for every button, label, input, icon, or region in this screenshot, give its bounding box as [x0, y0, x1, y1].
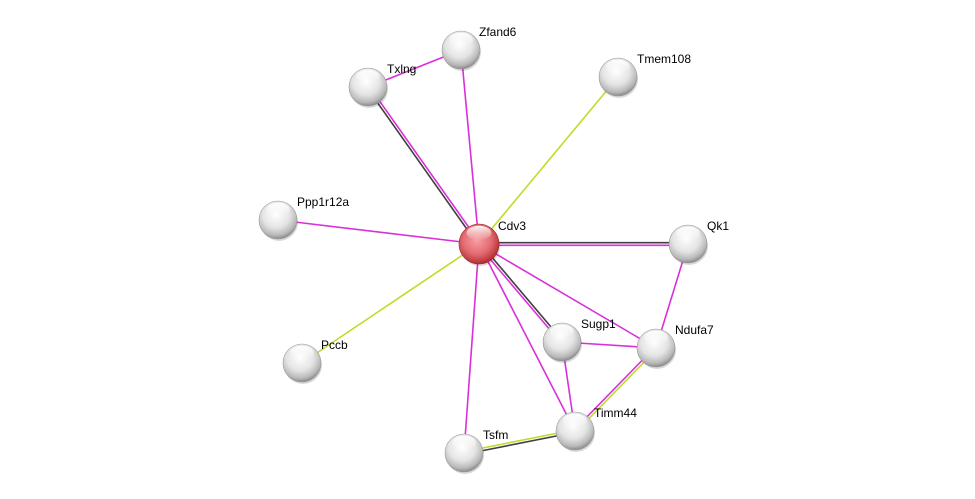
node-timm44[interactable]: Timm44	[555, 406, 637, 452]
node-tmem108[interactable]: Tmem108	[598, 52, 691, 98]
edge-cdv3-tmem108[interactable]	[478, 76, 619, 245]
edge-cdv3-ppp1r12a[interactable]	[277, 219, 480, 245]
sphere-highlight	[452, 435, 476, 450]
node-label: Tmem108	[637, 52, 691, 66]
node-ndufa7[interactable]: Ndufa7	[636, 323, 714, 369]
edge-line-coexpression	[366, 87, 479, 246]
node-cdv3[interactable]: Cdv3	[458, 219, 526, 266]
edge-line-experiments	[277, 219, 480, 245]
node-label: Cdv3	[498, 219, 526, 233]
sphere-highlight	[466, 225, 492, 241]
edge-line-experiments	[477, 244, 562, 344]
edge-line-experiments	[478, 243, 576, 432]
edge-line-coexpression	[479, 242, 564, 342]
node-label: Timm44	[594, 406, 637, 420]
edge-cdv3-tsfm[interactable]	[463, 243, 480, 454]
node-label: Qk1	[707, 219, 729, 233]
edge-ndufa7-timm44[interactable]	[573, 346, 658, 433]
edge-cdv3-qk1[interactable]	[479, 241, 688, 247]
sphere-highlight	[606, 59, 630, 74]
edge-cdv3-sugp1[interactable]	[477, 242, 564, 344]
sphere-highlight	[550, 324, 574, 339]
edge-line-experiments	[463, 243, 480, 454]
edge-line-textmining	[575, 348, 658, 433]
node-ppp1r12a[interactable]: Ppp1r12a	[258, 195, 349, 241]
edge-cdv3-txlng[interactable]	[366, 85, 481, 246]
sphere-highlight	[644, 330, 668, 345]
edge-cdv3-zfand6[interactable]	[460, 49, 480, 245]
node-label: Ndufa7	[675, 323, 714, 337]
node-txlng[interactable]: Txlng	[348, 62, 416, 108]
node-label: Ppp1r12a	[297, 195, 349, 209]
node-zfand6[interactable]: Zfand6	[441, 25, 517, 71]
edge-line-experiments	[368, 85, 481, 244]
sphere-highlight	[356, 69, 380, 84]
edge-cdv3-timm44[interactable]	[478, 243, 576, 432]
node-pccb[interactable]: Pccb	[282, 338, 348, 384]
edge-cdv3-ndufa7[interactable]	[478, 243, 657, 349]
sphere-highlight	[563, 413, 587, 428]
edge-line-textmining	[478, 76, 619, 245]
node-label: Tsfm	[483, 428, 508, 442]
node-qk1[interactable]: Qk1	[668, 219, 729, 265]
edge-line-textmining	[301, 243, 480, 364]
node-label: Pccb	[321, 338, 348, 352]
edge-line-experiments	[460, 49, 480, 245]
sphere-highlight	[266, 202, 290, 217]
edge-line-experiments	[573, 346, 656, 431]
sphere-highlight	[676, 226, 700, 241]
edge-cdv3-pccb[interactable]	[301, 243, 480, 364]
node-sugp1[interactable]: Sugp1	[542, 317, 616, 363]
node-label: Sugp1	[581, 317, 616, 331]
edges-layer	[277, 49, 689, 456]
node-tsfm[interactable]: Tsfm	[444, 428, 508, 474]
node-label: Txlng	[387, 62, 416, 76]
node-label: Zfand6	[479, 25, 517, 39]
sphere-highlight	[449, 32, 473, 47]
sphere-highlight	[290, 345, 314, 360]
edge-line-experiments	[478, 243, 657, 349]
